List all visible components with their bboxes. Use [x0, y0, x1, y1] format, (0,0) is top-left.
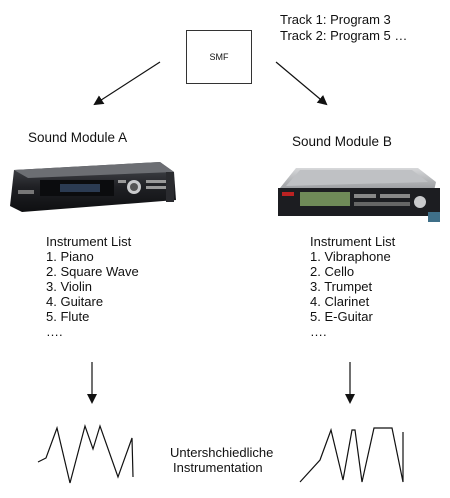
list-item: 3. Violin	[46, 279, 93, 294]
arrow-to-module-a	[93, 61, 161, 106]
arrow-to-module-b	[275, 61, 328, 106]
module-b-list-title: Instrument List	[310, 234, 396, 249]
module-a-instrument-list: Instrument List 1. Piano 2. Square Wave …	[46, 234, 139, 339]
module-b-title: Sound Module B	[292, 134, 392, 149]
list-item: ….	[46, 324, 63, 339]
list-item: ….	[310, 324, 327, 339]
list-item: 4. Clarinet	[310, 294, 370, 309]
module-b-instrument-list: Instrument List 1. Vibraphone 2. Cello 3…	[310, 234, 395, 339]
list-item: 3. Trumpet	[310, 279, 373, 294]
list-item: 1. Vibraphone	[310, 249, 391, 264]
list-item: 2. Square Wave	[46, 264, 139, 279]
caption-line-2: Instrumentation	[173, 460, 263, 475]
smf-label: SMF	[209, 52, 229, 62]
module-a-title: Sound Module A	[28, 130, 128, 145]
list-item: 2. Cello	[310, 264, 355, 279]
track-2-label: Track 2: Program 5 …	[280, 28, 408, 43]
list-item: 1. Piano	[46, 249, 94, 264]
caption-line-1: Untershchiedliche	[170, 445, 274, 460]
list-item: 4. Guitare	[46, 294, 104, 309]
sound-module-b-image	[278, 168, 440, 222]
list-item: 5. Flute	[46, 309, 90, 324]
waveform-b	[299, 427, 404, 483]
list-item: 5. E-Guitar	[310, 309, 373, 324]
track-1-label: Track 1: Program 3	[280, 12, 391, 27]
module-a-list-title: Instrument List	[46, 234, 132, 249]
waveform-a	[37, 423, 134, 484]
smf-box: SMF	[186, 30, 252, 84]
sound-module-a-image	[10, 162, 176, 212]
